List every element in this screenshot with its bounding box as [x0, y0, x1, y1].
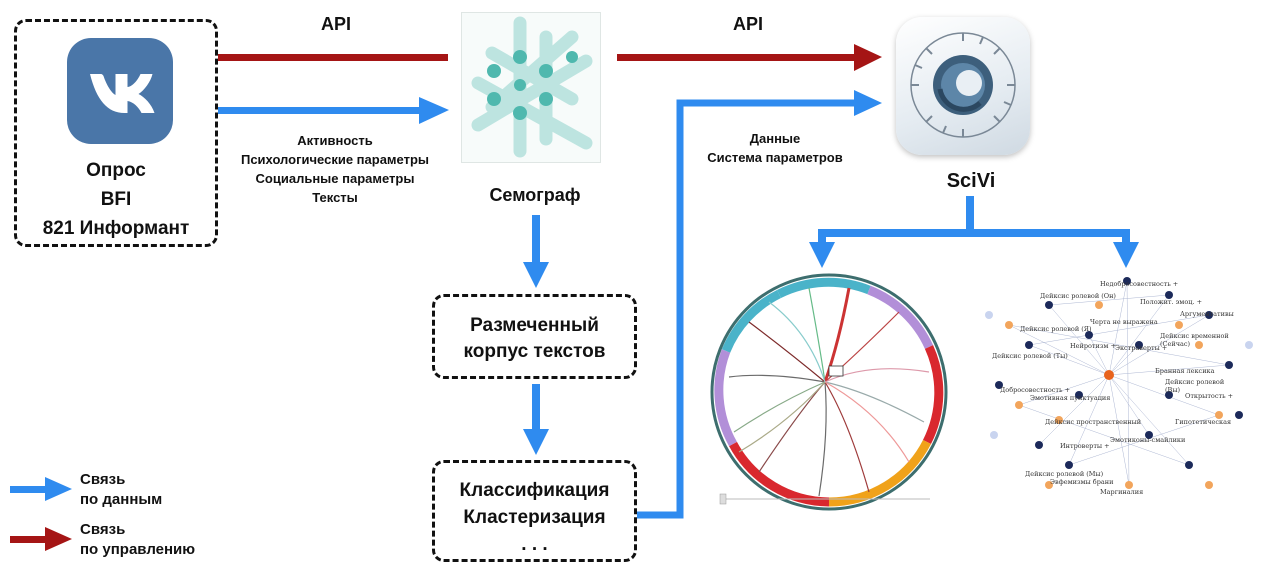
control-arrow-semograph-to-scivi — [617, 44, 882, 71]
api-label-right: API — [732, 14, 763, 34]
data-arrow-vk-to-semograph — [187, 97, 449, 124]
semograph-icon — [461, 12, 601, 163]
network-label: Черта не выражена — [1090, 318, 1158, 326]
data-flow-label: Психологические параметры — [240, 152, 430, 167]
vk-survey-box: Опрос BFI 821 Информант — [14, 19, 218, 247]
network-label: Недобросовестность + — [1100, 280, 1179, 288]
network-labels: Недобросовестность + Дейксис ролевой (Он… — [990, 270, 1240, 510]
network-label: Бранная лексика — [1155, 367, 1215, 375]
data-arrow-semograph-to-corpus — [523, 215, 549, 288]
network-label: Дейксис ролевой (Мы) — [1025, 470, 1104, 478]
network-label: Маргиналия — [1100, 488, 1144, 496]
network-label: Экстраверты + — [1115, 344, 1168, 352]
classification-box-line: . . . — [521, 534, 548, 555]
network-label: Дейксис ролевой (Ты) — [992, 352, 1068, 360]
classification-box-line: Кластеризация — [463, 507, 606, 528]
scivi-logo-icon — [896, 17, 1030, 155]
corpus-box-line: Размеченный — [470, 315, 599, 336]
network-label: Нейротизм + — [1070, 342, 1116, 350]
legend-control-arrow — [10, 527, 72, 551]
scivi-label: SciVi — [946, 170, 996, 192]
network-label: Дейксис временной (Сейчас) — [1160, 332, 1229, 348]
network-label: Дейксис ролевой (Я) — [1020, 325, 1092, 333]
network-label: Положит. эмоц. + — [1140, 298, 1203, 306]
legend-data-label: по данным — [80, 491, 163, 508]
network-label: Гипотетическая — [1175, 418, 1232, 426]
network-label: Дейксис ролевой (Он) — [1040, 292, 1116, 300]
corpus-box-line: корпус текстов — [463, 341, 606, 362]
vk-logo-icon — [67, 38, 173, 144]
scivi-data-label: Данные — [749, 131, 801, 146]
legend: Связь по данным Связь по управлению — [80, 470, 240, 560]
network-label: Эвфемизмы брани — [1050, 478, 1114, 486]
vk-box-line-2: BFI — [100, 189, 132, 210]
scivi-data-label: Система параметров — [707, 150, 843, 165]
legend-data-arrow — [10, 477, 72, 501]
vk-box-line-1: Опрос — [86, 160, 146, 181]
legend-control-label: Связь — [80, 521, 126, 538]
data-arrow-scivi-splitter — [809, 196, 1139, 268]
data-flow-label: Активность — [297, 133, 373, 148]
data-flow-label: Тексты — [312, 190, 358, 205]
network-label: Аргументативы — [1180, 310, 1234, 318]
classification-box: Классификация Кластеризация . . . — [432, 460, 637, 562]
network-label: Эмотиконы-смайлики — [1110, 436, 1186, 444]
scivi-data-labels: Данные Система параметров — [690, 129, 860, 167]
network-label: Добросовестность + — [1000, 386, 1071, 394]
control-arrow-semograph-to-vk — [188, 44, 448, 71]
data-arrow-corpus-to-classification — [523, 384, 549, 455]
classification-box-line: Классификация — [459, 480, 610, 501]
semograph-label: Семограф — [489, 185, 581, 205]
vk-box-line-3: 821 Информант — [42, 218, 190, 239]
corpus-box: Размеченный корпус текстов — [432, 294, 637, 379]
legend-data-label: Связь — [80, 471, 126, 488]
legend-control-label: по управлению — [80, 541, 196, 558]
network-label: Открытость + — [1185, 392, 1234, 400]
network-label: Интроверты + — [1060, 442, 1110, 450]
data-arrow-classification-to-scivi — [636, 90, 882, 519]
network-label: Дейксис пространственный — [1045, 418, 1142, 426]
data-flow-label: Социальные параметры — [255, 171, 415, 186]
network-label: Дейксис ролевой (Вы) — [1165, 378, 1225, 394]
molecule-icon — [471, 16, 593, 158]
network-label: Эмотивная пунктуация — [1030, 394, 1111, 402]
data-flow-labels: Активность Психологические параметры Соц… — [225, 131, 445, 207]
api-label-left: API — [320, 14, 351, 34]
